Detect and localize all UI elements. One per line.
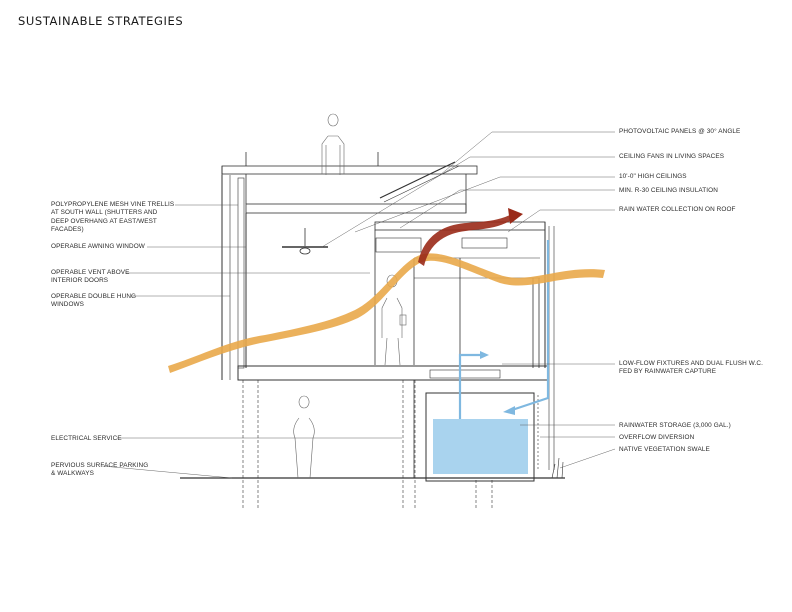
cistern	[425, 392, 535, 482]
roof-slab	[245, 203, 467, 214]
label-high-ceilings: 10'-0" HIGH CEILINGS	[619, 173, 687, 180]
label-photovoltaic: PHOTOVOLTAIC PANELS @ 30° ANGLE	[619, 128, 741, 135]
label-pervious-surface: PERVIOUS SURFACE PARKING& WALKWAYS	[51, 462, 149, 478]
downspout-arrow	[503, 406, 515, 415]
label-swale: NATIVE VEGETATION SWALE	[619, 446, 710, 453]
swale-vegetation	[551, 457, 564, 479]
figure-ground	[293, 395, 315, 479]
label-electrical-service: ELECTRICAL SERVICE	[51, 435, 122, 442]
pv-panel	[379, 161, 456, 199]
label-rainwater-storage: RAINWATER STORAGE (3,000 GAL.)	[619, 422, 731, 429]
floor-slab	[237, 365, 549, 381]
figure-roof	[321, 113, 345, 175]
human-figures	[293, 113, 407, 479]
water-supply-arrow	[480, 351, 489, 359]
label-rain-collection: RAIN WATER COLLECTION ON ROOF	[619, 206, 736, 213]
rainwater-volume	[433, 419, 528, 474]
label-low-flow: LOW-FLOW FIXTURES AND DUAL FLUSH W.C.FED…	[619, 360, 763, 376]
foundation-piers	[242, 380, 493, 510]
airflow-warm-ribbon	[418, 214, 512, 266]
label-awning-window: OPERABLE AWNING WINDOW	[51, 243, 145, 250]
label-ceiling-insulation: MIN. R-30 CEILING INSULATION	[619, 187, 718, 194]
airflow-cool-ribbon	[168, 253, 605, 373]
roof-downspout-flow	[511, 240, 550, 412]
airflow-warm-arrow	[508, 208, 523, 224]
water-supply-line	[458, 353, 480, 419]
page-title: SUSTAINABLE STRATEGIES	[18, 14, 184, 28]
label-ceiling-fans: CEILING FANS IN LIVING SPACES	[619, 153, 725, 160]
label-overflow: OVERFLOW DIVERSION	[619, 434, 695, 441]
figure-interior	[381, 274, 403, 366]
water-flow	[458, 240, 550, 419]
leader-lines	[101, 131, 616, 479]
